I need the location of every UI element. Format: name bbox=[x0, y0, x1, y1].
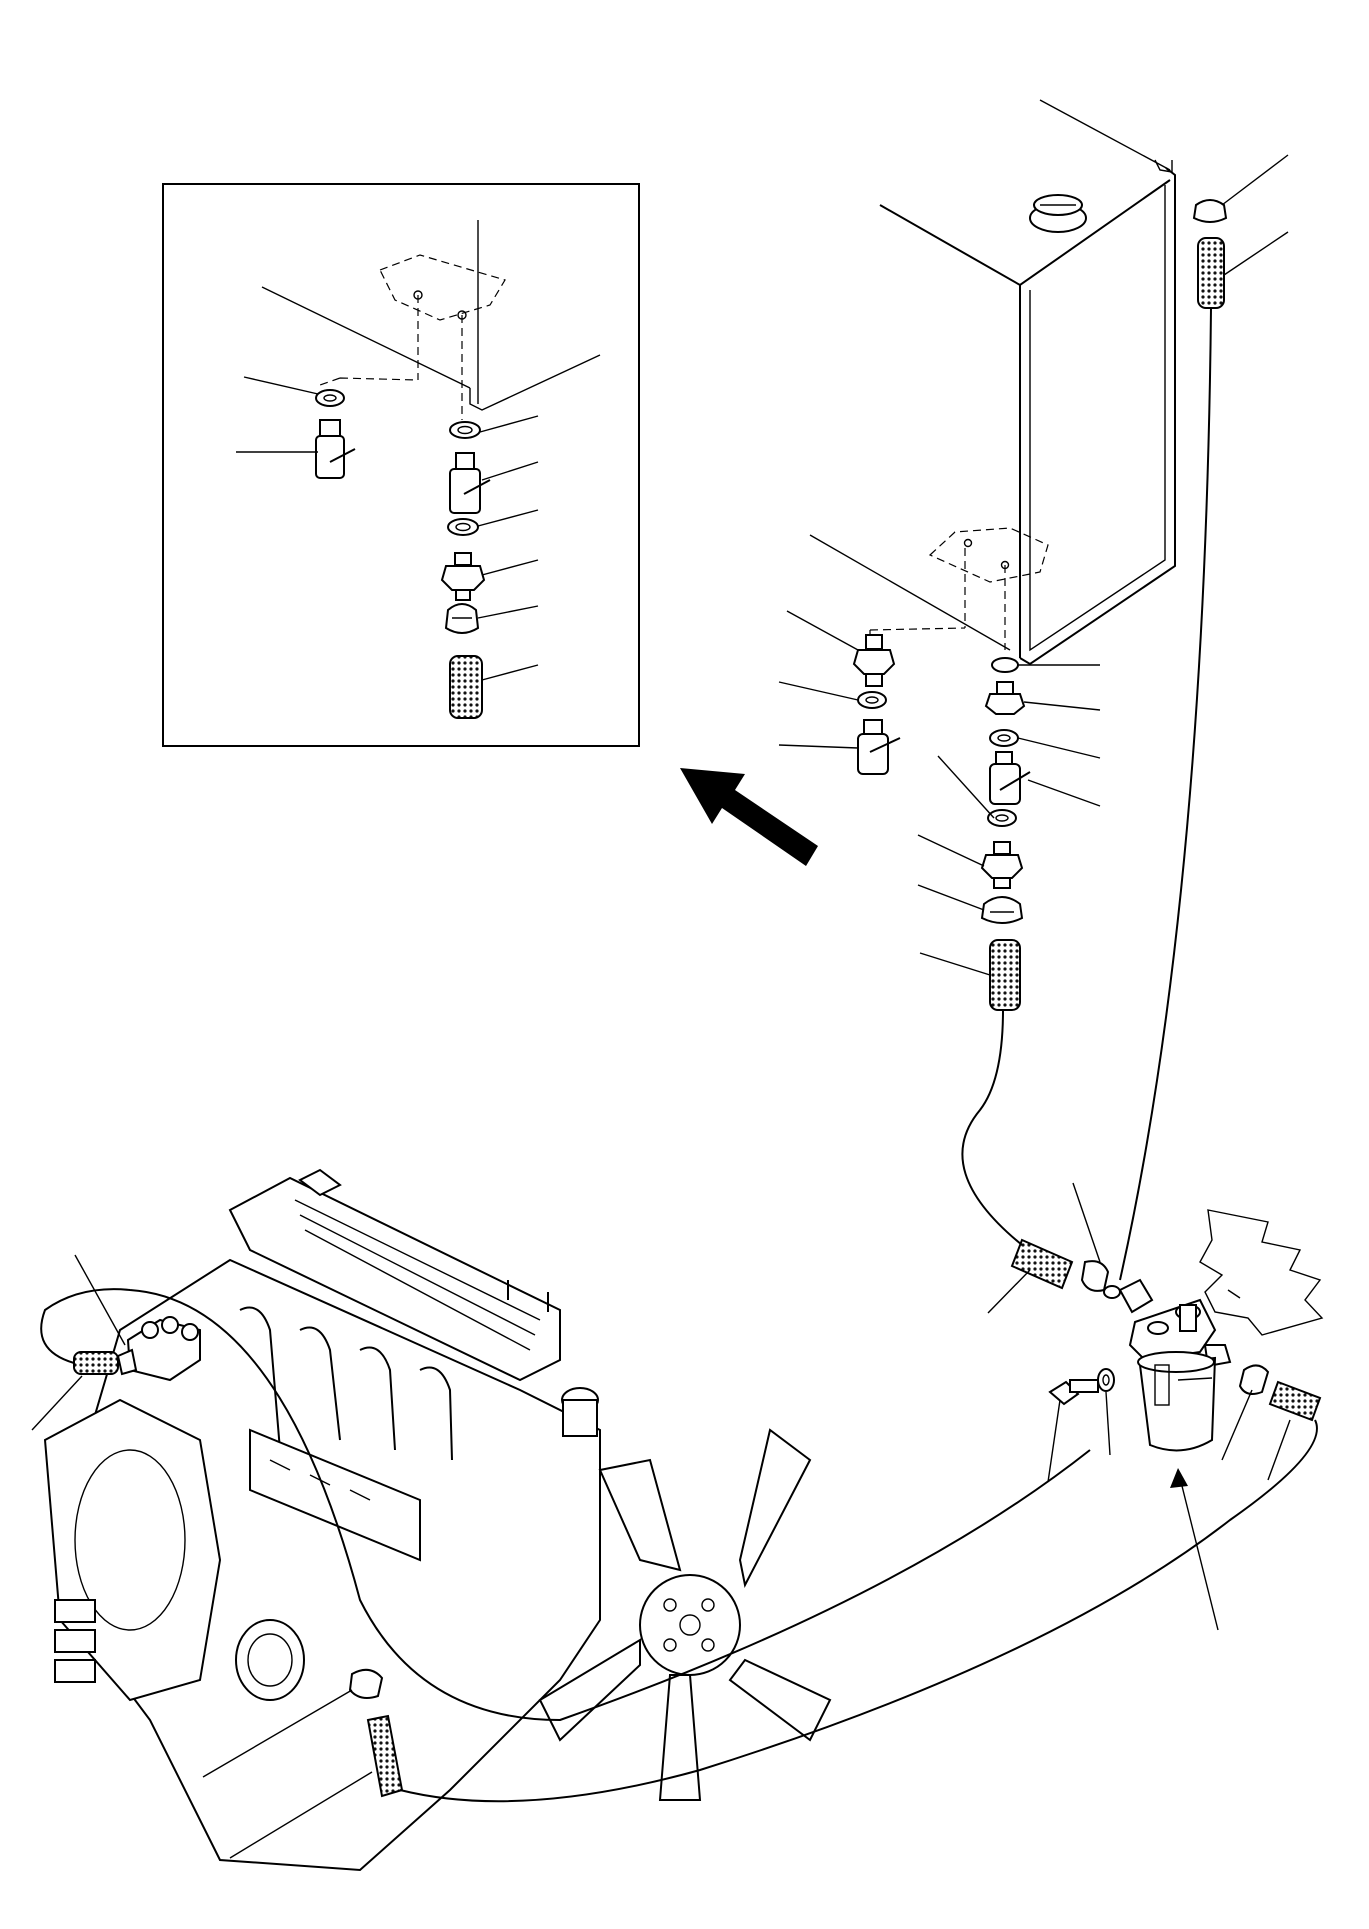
inset-washer-left bbox=[315, 389, 345, 407]
filter-outlet-hose bbox=[1268, 1380, 1322, 1422]
fuel-tank bbox=[809, 99, 1176, 666]
filter-washer bbox=[1097, 1368, 1115, 1392]
inset-clip bbox=[444, 603, 480, 634]
inset-hose bbox=[449, 655, 483, 719]
inset-banjo-right bbox=[449, 452, 491, 514]
engine-fan bbox=[538, 1428, 832, 1801]
fuel-filter bbox=[1103, 1209, 1324, 1452]
tank-outlet-hose bbox=[989, 939, 1021, 1011]
tank-cap bbox=[1029, 194, 1087, 233]
inset-banjo-left bbox=[315, 419, 356, 479]
tank-fitting-left-stack bbox=[852, 634, 901, 775]
right-clip bbox=[980, 896, 1024, 924]
right-washer-2 bbox=[987, 809, 1017, 827]
tank-fitting-right-stack bbox=[980, 657, 1031, 1011]
right-banjo bbox=[989, 751, 1031, 805]
right-adaptor-bottom bbox=[980, 841, 1024, 889]
left-adaptor bbox=[852, 634, 896, 687]
inset-washer-right-mid bbox=[447, 518, 479, 536]
engine-return-hose bbox=[73, 1348, 138, 1376]
inset-adaptor bbox=[440, 552, 486, 601]
callout-leaders bbox=[31, 154, 1291, 1859]
engine-inlet-clip bbox=[348, 1668, 384, 1699]
fuel-lines bbox=[40, 307, 1318, 1803]
inset-direction-arrow bbox=[680, 768, 818, 866]
inset-detail-box bbox=[162, 183, 640, 747]
oring bbox=[991, 657, 1019, 673]
return-hose-top bbox=[1192, 199, 1228, 309]
inset-washer-right-top bbox=[449, 421, 481, 439]
filter-callout-arrowhead bbox=[1170, 1468, 1188, 1488]
filter-outlet-clip bbox=[1238, 1364, 1270, 1395]
right-adaptor-top bbox=[984, 681, 1026, 715]
right-washer-1 bbox=[989, 729, 1019, 747]
left-washer bbox=[857, 691, 887, 709]
left-banjo bbox=[857, 719, 901, 775]
filter-inlet-hose bbox=[1010, 1238, 1074, 1290]
engine bbox=[43, 1168, 601, 1872]
filter-inlet-clip bbox=[1080, 1260, 1110, 1292]
filter-bolt bbox=[1048, 1379, 1099, 1406]
